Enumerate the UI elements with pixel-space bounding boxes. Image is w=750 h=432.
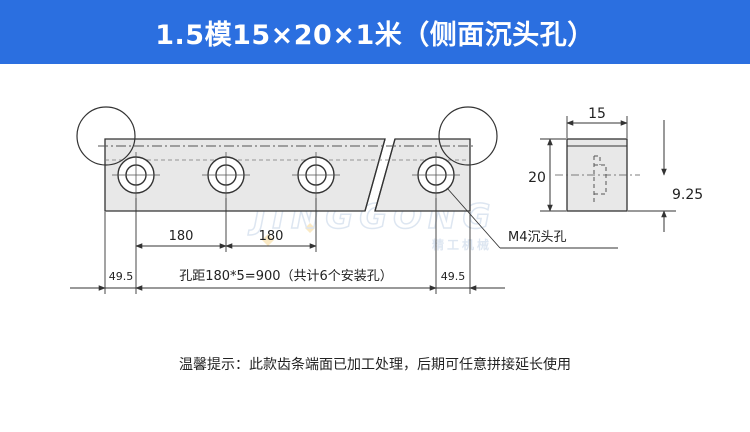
dimension-width-label: 15 xyxy=(588,106,606,122)
hole-callout: M4沉头孔 xyxy=(446,187,618,249)
dimension-total: 孔距180*5=900（共计6个安装孔） 49.5 49.5 xyxy=(70,269,505,291)
dimension-left-end-label: 49.5 xyxy=(109,270,134,283)
break-line xyxy=(364,138,386,212)
rack-side-view: 15 20 9.25 xyxy=(528,106,703,232)
dimension-spacing: 180 180 xyxy=(135,229,317,249)
title-banner: 1.5模15×20×1米（侧面沉头孔） xyxy=(0,0,750,64)
footer-note: 温馨提示：此款齿条端面已加工处理，后期可任意拼接延长使用 xyxy=(179,357,571,373)
technical-drawing: JINGGONG 精工机械 xyxy=(70,106,703,294)
dimension-spacing-a-label: 180 xyxy=(169,229,194,244)
detail-circle-left xyxy=(76,106,136,166)
detail-circle-right xyxy=(438,106,498,166)
mounting-holes xyxy=(112,152,460,198)
countersunk-hole xyxy=(412,152,460,198)
countersunk-hole xyxy=(292,152,340,198)
dimension-spacing-b-label: 180 xyxy=(259,229,284,244)
dimension-total-label: 孔距180*5=900（共计6个安装孔） xyxy=(179,269,393,284)
watermark-subtext: 精工机械 xyxy=(432,237,492,252)
hole-callout-label: M4沉头孔 xyxy=(508,230,567,245)
dimension-hole-height-label: 9.25 xyxy=(672,187,703,203)
dimension-right-end-label: 49.5 xyxy=(441,270,466,283)
countersunk-hole xyxy=(202,152,250,198)
countersunk-hole xyxy=(112,152,160,198)
dimension-height-label: 20 xyxy=(528,170,546,186)
break-line xyxy=(374,138,396,212)
page-title: 1.5模15×20×1米（侧面沉头孔） xyxy=(155,19,595,51)
